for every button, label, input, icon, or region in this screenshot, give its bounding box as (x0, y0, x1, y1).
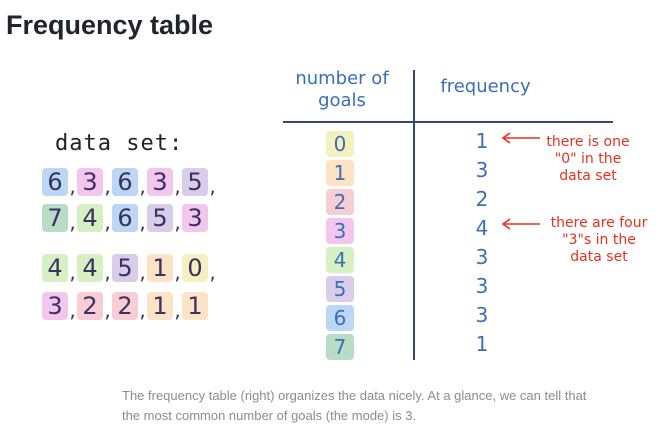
comma-separator: , (139, 298, 146, 322)
frequency-header: frequency (440, 76, 531, 97)
annotation-three-line: "3"s in the (562, 232, 636, 248)
annotation-three-line: there are four (550, 215, 648, 231)
comma-separator: , (104, 174, 111, 198)
goals-header: number of goals (282, 68, 402, 112)
data-value: 4 (77, 254, 103, 282)
data-value: 0 (182, 254, 208, 282)
frequency-value: 4 (475, 216, 489, 240)
data-value: 1 (182, 292, 208, 320)
frequency-value: 3 (475, 303, 489, 327)
data-value: 3 (147, 168, 173, 196)
goal-value: 0 (326, 131, 354, 157)
data-value: 6 (112, 168, 138, 196)
frequency-value: 3 (475, 245, 489, 269)
frequency-value: 3 (475, 274, 489, 298)
goal-value: 6 (326, 305, 354, 331)
data-value: 4 (42, 254, 68, 282)
data-value: 6 (112, 204, 138, 232)
data-value: 3 (182, 204, 208, 232)
data-value: 7 (42, 204, 68, 232)
comma-separator: , (174, 260, 181, 284)
annotation-zero-line: there is one (546, 134, 630, 150)
data-value: 5 (182, 168, 208, 196)
data-value: 4 (77, 204, 103, 232)
data-set-row: 6,3,6,3,5, (42, 168, 217, 196)
comma-separator: , (69, 174, 76, 198)
arrow-icon-two (501, 218, 540, 230)
comma-separator: , (69, 260, 76, 284)
annotation-three-line: data set (570, 249, 628, 265)
comma-separator: , (104, 298, 111, 322)
data-value: 3 (42, 292, 68, 320)
comma-separator: , (139, 260, 146, 284)
goal-value: 5 (326, 276, 354, 302)
data-value: 3 (77, 168, 103, 196)
data-set-row: 3,2,2,1,1 (42, 292, 208, 320)
data-value: 5 (112, 254, 138, 282)
comma-separator: , (209, 260, 216, 284)
figure-caption: The frequency table (right) organizes th… (122, 388, 587, 423)
data-set-row: 4,4,5,1,0, (42, 254, 217, 282)
data-value: 1 (147, 254, 173, 282)
data-value: 5 (147, 204, 173, 232)
data-value: 2 (112, 292, 138, 320)
data-set-label: data set: (55, 131, 184, 156)
comma-separator: , (174, 298, 181, 322)
comma-separator: , (69, 298, 76, 322)
data-value: 6 (42, 168, 68, 196)
goals-header-line-2: goals (318, 90, 366, 111)
goals-header-line-1: number of (295, 68, 389, 89)
comma-separator: , (104, 260, 111, 284)
comma-separator: , (139, 210, 146, 234)
frequency-value: 2 (475, 187, 489, 211)
comma-separator: , (174, 174, 181, 198)
data-set-row: 7,4,6,5,3 (42, 204, 208, 232)
comma-separator: , (174, 210, 181, 234)
annotation-zero-line: data set (559, 168, 617, 184)
goal-value: 7 (326, 334, 354, 360)
annotation-zero-line: "0" in the (554, 151, 622, 167)
comma-separator: , (104, 210, 111, 234)
data-value: 2 (77, 292, 103, 320)
goal-value: 2 (326, 189, 354, 215)
annotation-three: there are four "3"s in the data set (538, 215, 660, 266)
goal-value: 1 (326, 160, 354, 186)
comma-separator: , (209, 174, 216, 198)
arrow-icon-one (501, 132, 540, 144)
page-title: Frequency table (6, 10, 214, 40)
annotation-zero: there is one "0" in the data set (538, 134, 638, 185)
frequency-value: 3 (475, 158, 489, 182)
table-horizontal-rule (283, 121, 613, 123)
comma-separator: , (69, 210, 76, 234)
frequency-value: 1 (475, 129, 489, 153)
goal-value: 4 (326, 247, 354, 273)
frequency-value: 1 (475, 332, 489, 356)
comma-separator: , (139, 174, 146, 198)
goal-value: 3 (326, 218, 354, 244)
table-vertical-rule (413, 70, 415, 360)
data-value: 1 (147, 292, 173, 320)
